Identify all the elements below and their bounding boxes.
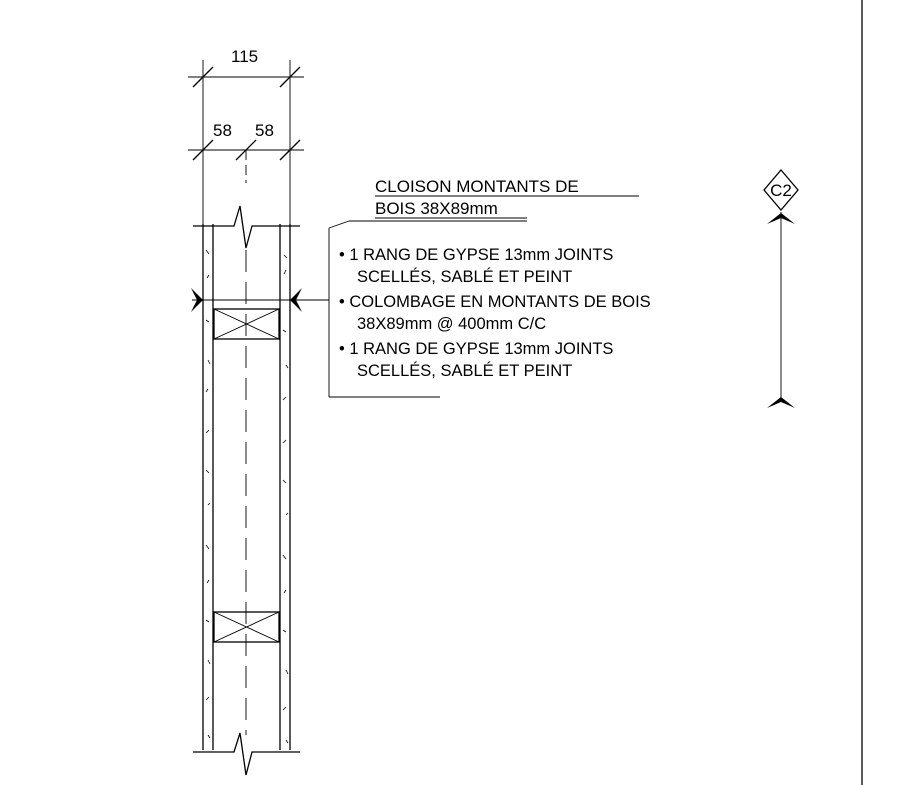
note-3-line-1: • 1 RANG DE GYPSE 13mm JOINTS bbox=[339, 340, 613, 358]
overall-dimension-label: 115 bbox=[231, 47, 258, 66]
marker-arrow-top bbox=[767, 213, 795, 224]
section-marker: C2 bbox=[763, 168, 799, 408]
bottom-break-line bbox=[193, 732, 300, 776]
note-1-line-2: SCELLÉS, SABLÉ ET PEINT bbox=[357, 267, 572, 286]
note-2-line-2: 38X89mm @ 400mm C/C bbox=[357, 315, 546, 333]
right-half-dimension-label: 58 bbox=[255, 121, 274, 140]
title-line-1: CLOISON MONTANTS DE bbox=[375, 177, 579, 196]
note-1-line-1: • 1 RANG DE GYPSE 13mm JOINTS bbox=[339, 246, 613, 264]
notes-leader bbox=[302, 220, 527, 398]
top-break-line bbox=[193, 205, 300, 249]
assembly-title: CLOISON MONTANTS DE BOIS 38X89mm bbox=[375, 177, 639, 219]
gypsum-right-hatch bbox=[282, 254, 289, 744]
stud-block-upper bbox=[213, 308, 280, 340]
split-dimension: 58 58 bbox=[188, 121, 304, 161]
wall-section bbox=[191, 205, 302, 776]
note-2-line-1: • COLOMBAGE EN MONTANTS DE BOIS bbox=[339, 293, 651, 311]
section-marker-label: C2 bbox=[770, 181, 792, 200]
marker-arrow-bottom bbox=[767, 397, 795, 408]
overall-dimension: 115 bbox=[188, 47, 304, 225]
note-3-line-2: SCELLÉS, SABLÉ ET PEINT bbox=[357, 361, 572, 380]
title-line-2: BOIS 38X89mm bbox=[375, 199, 498, 218]
assembly-notes: • 1 RANG DE GYPSE 13mm JOINTS SCELLÉS, S… bbox=[339, 246, 651, 380]
stud-block-lower bbox=[213, 611, 280, 643]
left-half-dimension-label: 58 bbox=[213, 121, 232, 140]
cut-arrow-left bbox=[191, 288, 203, 312]
cut-arrow-right bbox=[290, 288, 302, 312]
gypsum-left-hatch bbox=[205, 249, 211, 739]
